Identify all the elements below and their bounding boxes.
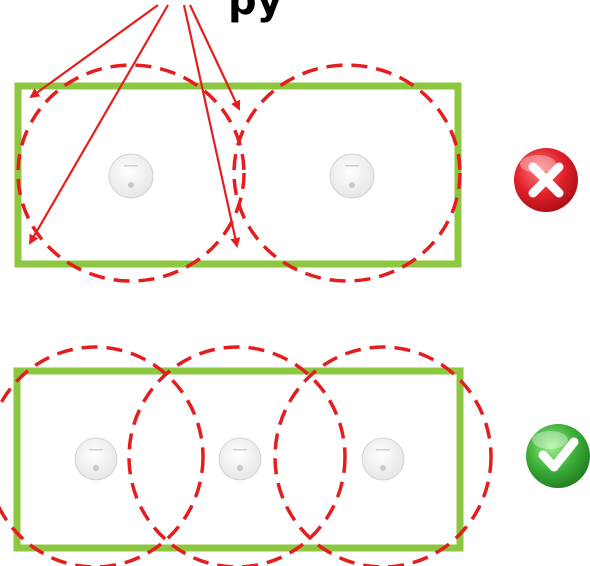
check-badge-icon — [526, 424, 590, 488]
smoke-detector-icon — [362, 438, 404, 480]
correct-layout-diagram — [0, 347, 590, 566]
smoke-detector-icon — [219, 438, 261, 480]
smoke-detector-icon — [330, 154, 374, 198]
arrow — [190, 5, 239, 109]
arrow — [30, 5, 168, 243]
smoke-detector-icon — [75, 438, 117, 480]
smoke-detector-icon — [109, 154, 153, 198]
wrong-layout-diagram — [18, 5, 578, 281]
arrow — [184, 5, 237, 246]
gap-arrows — [30, 5, 239, 246]
cross-badge-icon — [514, 148, 578, 212]
room-outline-top — [18, 86, 458, 264]
